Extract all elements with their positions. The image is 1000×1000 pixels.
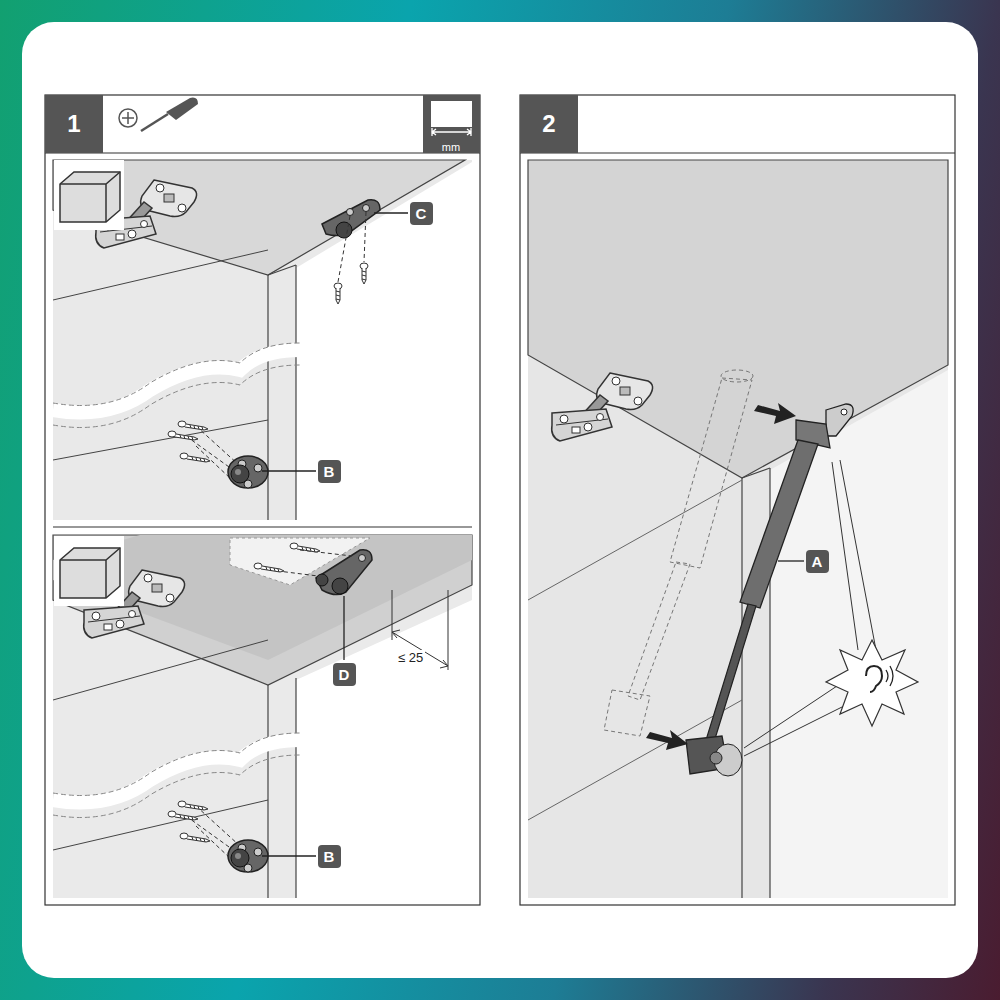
bracket-c (322, 200, 380, 238)
step-number: 1 (45, 95, 103, 153)
unit-label: mm (442, 142, 460, 153)
cabinet-open-view (528, 160, 948, 898)
gas-strut (686, 404, 853, 776)
callout-letter: B (318, 845, 341, 868)
callout-letter: D (333, 663, 356, 686)
callout-letter: B (318, 460, 341, 483)
cabinet-side-view (53, 535, 472, 898)
push-arrow (646, 730, 688, 750)
callout-text: B (324, 464, 335, 479)
click-sound-icon (826, 640, 918, 726)
callout-text: A (812, 554, 823, 569)
white-panel (22, 22, 978, 978)
leader-line (262, 855, 316, 856)
step-number: 2 (520, 95, 578, 153)
step-number-text: 2 (542, 112, 555, 136)
dimension-line (392, 590, 448, 670)
callout-text: B (324, 849, 335, 864)
leader-line (262, 470, 316, 471)
unit-icon (423, 95, 480, 153)
screwdriver-icon (119, 98, 198, 131)
bracket-d (316, 550, 372, 595)
push-arrow (754, 403, 796, 424)
leader-line (778, 560, 804, 561)
step-number-text: 1 (67, 112, 80, 136)
callout-letter: C (410, 202, 433, 225)
dimension-label: ≤ 25 (396, 650, 425, 665)
leader-line (374, 212, 408, 213)
callout-text: D (339, 667, 350, 682)
step-frame (45, 95, 480, 905)
cabinet-top-view (53, 160, 472, 520)
leader-line (343, 596, 344, 660)
step-frame (520, 95, 955, 905)
callout-letter: A (806, 550, 829, 573)
sound-lines (744, 460, 876, 756)
callout-text: C (416, 206, 427, 221)
